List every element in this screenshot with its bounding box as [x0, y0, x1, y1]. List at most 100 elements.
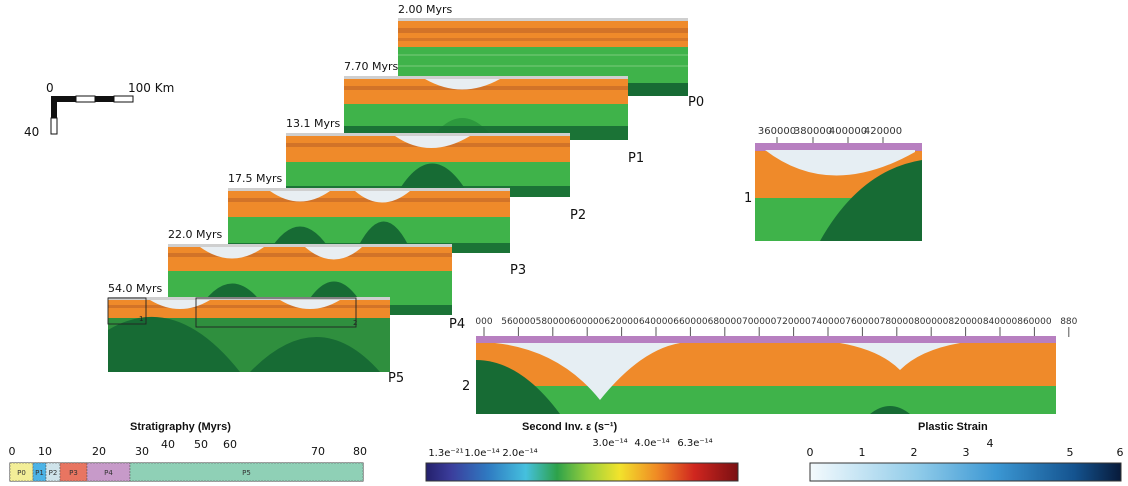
- zoom-box-2: [195, 297, 357, 328]
- zoom1-tick-label: 400000: [829, 126, 867, 137]
- plastic-strain-tick-label: 1: [859, 446, 866, 459]
- scale-segment-white-1: [75, 95, 96, 103]
- strat-tick-label: 60: [223, 438, 237, 451]
- rift-zone: [425, 79, 500, 90]
- crust-band: [398, 28, 688, 33]
- stratigraphy-title: Stratigraphy (Myrs): [130, 421, 231, 433]
- plastic-strain-title: Plastic Strain: [918, 421, 988, 433]
- zoom2-tick-label: 840000: [983, 317, 1018, 327]
- rift-zone: [150, 300, 210, 309]
- rift-zone: [280, 300, 340, 309]
- zoom2-basin: [495, 343, 680, 400]
- zoom1-mantle-dark: [820, 160, 922, 241]
- zoom2-upwelling: [476, 360, 560, 414]
- plastic-strain-tick-label: 0: [807, 446, 814, 459]
- strat-tick-label: 40: [161, 438, 175, 451]
- rift-zone: [395, 136, 470, 148]
- panel-id-label: P5: [388, 371, 404, 386]
- crust-band: [398, 38, 688, 41]
- strat-segment-label: P1: [35, 469, 44, 477]
- panel-ticks-strip: [228, 188, 510, 191]
- panel-ticks-strip: [344, 76, 628, 79]
- rift-zone: [355, 191, 410, 203]
- zoom2-tick-label: 760000: [845, 317, 880, 327]
- zoom1-tick-label: 420000: [864, 126, 902, 137]
- scale-segment-black-1: [51, 96, 76, 102]
- zoom2-tick-label: 640000: [639, 317, 674, 327]
- strain-rate-colorbar: [425, 462, 739, 482]
- mantle-upwelling: [108, 316, 240, 372]
- scale-vertical-white: [50, 117, 58, 135]
- strat-segment-label: P3: [69, 469, 78, 477]
- strat-segment-label: P4: [104, 469, 113, 477]
- zoom2-tick-label: 660000: [673, 317, 708, 327]
- strat-tick-label: 10: [38, 445, 52, 458]
- panel-time-label: 22.0 Myrs: [168, 228, 223, 241]
- strat-tick-label: 30: [135, 445, 149, 458]
- zoom2-sediment: [476, 336, 1056, 343]
- plastic-strain-tick-label: 6: [1117, 446, 1124, 459]
- scale-km-label: 100 Km: [128, 81, 174, 95]
- strain-rate-tick-label: 6.3e⁻¹⁴: [677, 438, 712, 449]
- panel-time-label: 17.5 Myrs: [228, 172, 283, 185]
- rift-zone: [200, 247, 264, 259]
- strain-rate-tick-label: 4.0e⁻¹⁴: [634, 438, 669, 449]
- zoom1-basin: [765, 150, 915, 176]
- scale-vertical-black: [51, 96, 57, 118]
- zoom2-tick-label: 740000: [811, 317, 846, 327]
- zoom-box-1: [107, 297, 147, 325]
- zoom2-tick-label: 620000: [604, 317, 639, 327]
- panel-id-label: P1: [628, 151, 644, 166]
- zoom2-basin: [840, 343, 960, 370]
- zoom2-tick-label: 880: [1060, 317, 1077, 327]
- crust-band: [108, 305, 390, 308]
- zoom1-sediment: [755, 143, 922, 151]
- panel-id-label: P0: [688, 95, 704, 110]
- zoom1-tick-label: 360000: [758, 126, 796, 137]
- panel-time-label: 7.70 Myrs: [344, 60, 399, 73]
- strat-tick-label: 80: [353, 445, 367, 458]
- zoom1-tick-label: 380000: [794, 126, 832, 137]
- zoom1-label: 1: [744, 191, 752, 206]
- strain-rate-tick-label: 1.0e⁻¹⁴: [464, 448, 499, 459]
- mantle-upwelling: [250, 337, 380, 372]
- panel-id-label: P3: [510, 263, 526, 278]
- zoom2-tick-label: 700000: [742, 317, 777, 327]
- plastic-strain-colorbar: [809, 462, 1122, 482]
- zoom2-tick-label: 860000: [1017, 317, 1052, 327]
- panel-time-label: 54.0 Myrs: [108, 282, 163, 295]
- scale-segment-white-2: [113, 95, 134, 103]
- panel-ticks-strip: [108, 297, 390, 300]
- zoom2-tick-label: 820000: [948, 317, 983, 327]
- strat-tick-label: 50: [194, 438, 208, 451]
- panel-id-label: P4: [449, 317, 465, 332]
- strat-segment: [129, 462, 364, 482]
- panel-ticks-strip: [286, 133, 570, 136]
- zoom2-upwelling: [870, 406, 910, 414]
- scale-bar: 0 100 Km 40: [24, 81, 174, 139]
- panel-time-label: 2.00 Myrs: [398, 3, 453, 16]
- zoom2-tick-label: 680000: [708, 317, 743, 327]
- zoom-box-1-label: 1: [139, 315, 143, 323]
- zoom2-tick-label: 000: [475, 317, 492, 327]
- plastic-strain-tick-label: 5: [1067, 446, 1074, 459]
- plastic-strain-tick-label: 2: [911, 446, 918, 459]
- zoom2-tick-label: 600000: [570, 317, 605, 327]
- strain-rate-tick-label: 1.3e⁻²¹: [428, 448, 463, 459]
- strat-segment-label: P2: [49, 469, 58, 477]
- rift-zone: [305, 247, 362, 260]
- scale-zero-label: 0: [46, 81, 54, 95]
- panel-time-label: 13.1 Myrs: [286, 117, 341, 130]
- plastic-strain-tick-label: 3: [963, 446, 970, 459]
- zoom2-tick-label: 560000: [501, 317, 536, 327]
- scale-depth-label: 40: [24, 125, 39, 139]
- zoom2-tick-label: 800000: [914, 317, 949, 327]
- rift-zone: [270, 191, 330, 202]
- crust-band: [344, 86, 628, 90]
- strat-segment-label: P5: [242, 469, 251, 477]
